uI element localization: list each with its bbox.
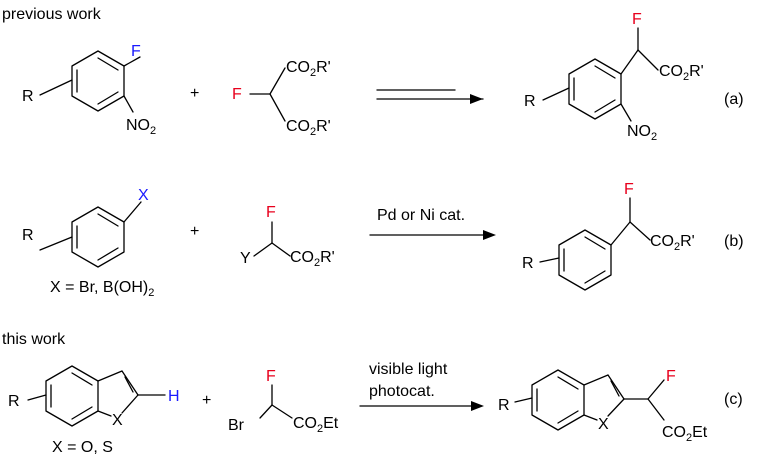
scheme-a-product: F CO2R' NO2 R [524, 11, 704, 143]
plus-sign: + [202, 392, 211, 409]
scheme-label: (c) [724, 391, 743, 408]
scheme-b-product: F CO2R' R [522, 181, 695, 291]
scheme-a-reactant1: F NO2 R [22, 43, 156, 137]
scheme-c-reactant1: X H R X = O, S [8, 365, 180, 456]
x-definition: X = O, S [52, 439, 113, 456]
fluorine-atom: F [666, 368, 676, 385]
catalyst-condition: Pd or Ni cat. [377, 207, 465, 224]
y-substituent: Y [240, 250, 251, 267]
scheme-b-reactant2: F Y CO2R' [240, 204, 335, 269]
scheme-label: (b) [724, 233, 744, 250]
ester-group: CO2R' [286, 118, 331, 138]
reaction-arrow [369, 230, 496, 240]
benzene-ring [531, 369, 585, 431]
previous-work-title: previous work [2, 6, 102, 23]
scheme-a-reactant2: F CO2R' CO2R' [232, 59, 331, 138]
scheme-b: X R X = Br, B(OH)2 + F Y CO2R' Pd or Ni … [22, 181, 744, 299]
this-work-title: this work [2, 331, 66, 348]
hydrogen-atom: H [168, 388, 180, 405]
r-substituent: R [8, 393, 20, 410]
ester-group: CO2R' [650, 233, 695, 253]
x-definition: X = Br, B(OH)2 [50, 279, 154, 299]
scheme-a: F NO2 R + F CO2R' CO2R' [22, 11, 744, 143]
benzene-ring [45, 365, 99, 427]
ester-group: CO2R' [659, 63, 704, 83]
ester-group: CO2Et [662, 424, 708, 444]
fluorine-atom: F [266, 204, 276, 221]
heteroatom-x: X [112, 412, 123, 429]
heteroatom-x: X [598, 416, 609, 433]
r-substituent: R [522, 255, 534, 272]
condition-light: visible light [369, 361, 448, 378]
r-substituent: R [498, 397, 510, 414]
fluorine-atom: F [232, 86, 242, 103]
multistep-arrow [376, 89, 484, 104]
scheme-b-reactant1: X R X = Br, B(OH)2 [22, 187, 154, 299]
scheme-c: X H R X = O, S + F Br CO2Et visible ligh… [8, 361, 743, 456]
x-substituent: X [138, 187, 149, 204]
nitro-group: NO2 [126, 117, 156, 137]
fluorine-atom: F [131, 43, 141, 60]
bromine-atom: Br [228, 417, 245, 434]
ester-group: CO2Et [293, 415, 339, 435]
benzene-ring [568, 58, 622, 120]
fluorine-atom: F [632, 11, 642, 28]
plus-sign: + [190, 223, 199, 240]
benzene-ring [71, 50, 125, 112]
scheme-c-reactant2: F Br CO2Et [228, 368, 339, 435]
nitro-group: NO2 [627, 123, 657, 143]
r-substituent: R [22, 88, 34, 105]
benzene-ring [558, 229, 612, 291]
r-substituent: R [524, 93, 536, 110]
scheme-label: (a) [724, 91, 744, 108]
r-substituent: R [22, 227, 34, 244]
scheme-c-product: X F CO2Et R [498, 368, 708, 444]
condition-photocatalyst: photocat. [369, 383, 435, 400]
benzene-ring [71, 206, 125, 268]
reaction-arrow [359, 401, 484, 411]
ester-group: CO2R' [290, 249, 335, 269]
plus-sign: + [190, 85, 199, 102]
fluorine-atom: F [624, 181, 634, 198]
fluorine-atom: F [266, 368, 276, 385]
ester-group: CO2R' [286, 59, 331, 79]
